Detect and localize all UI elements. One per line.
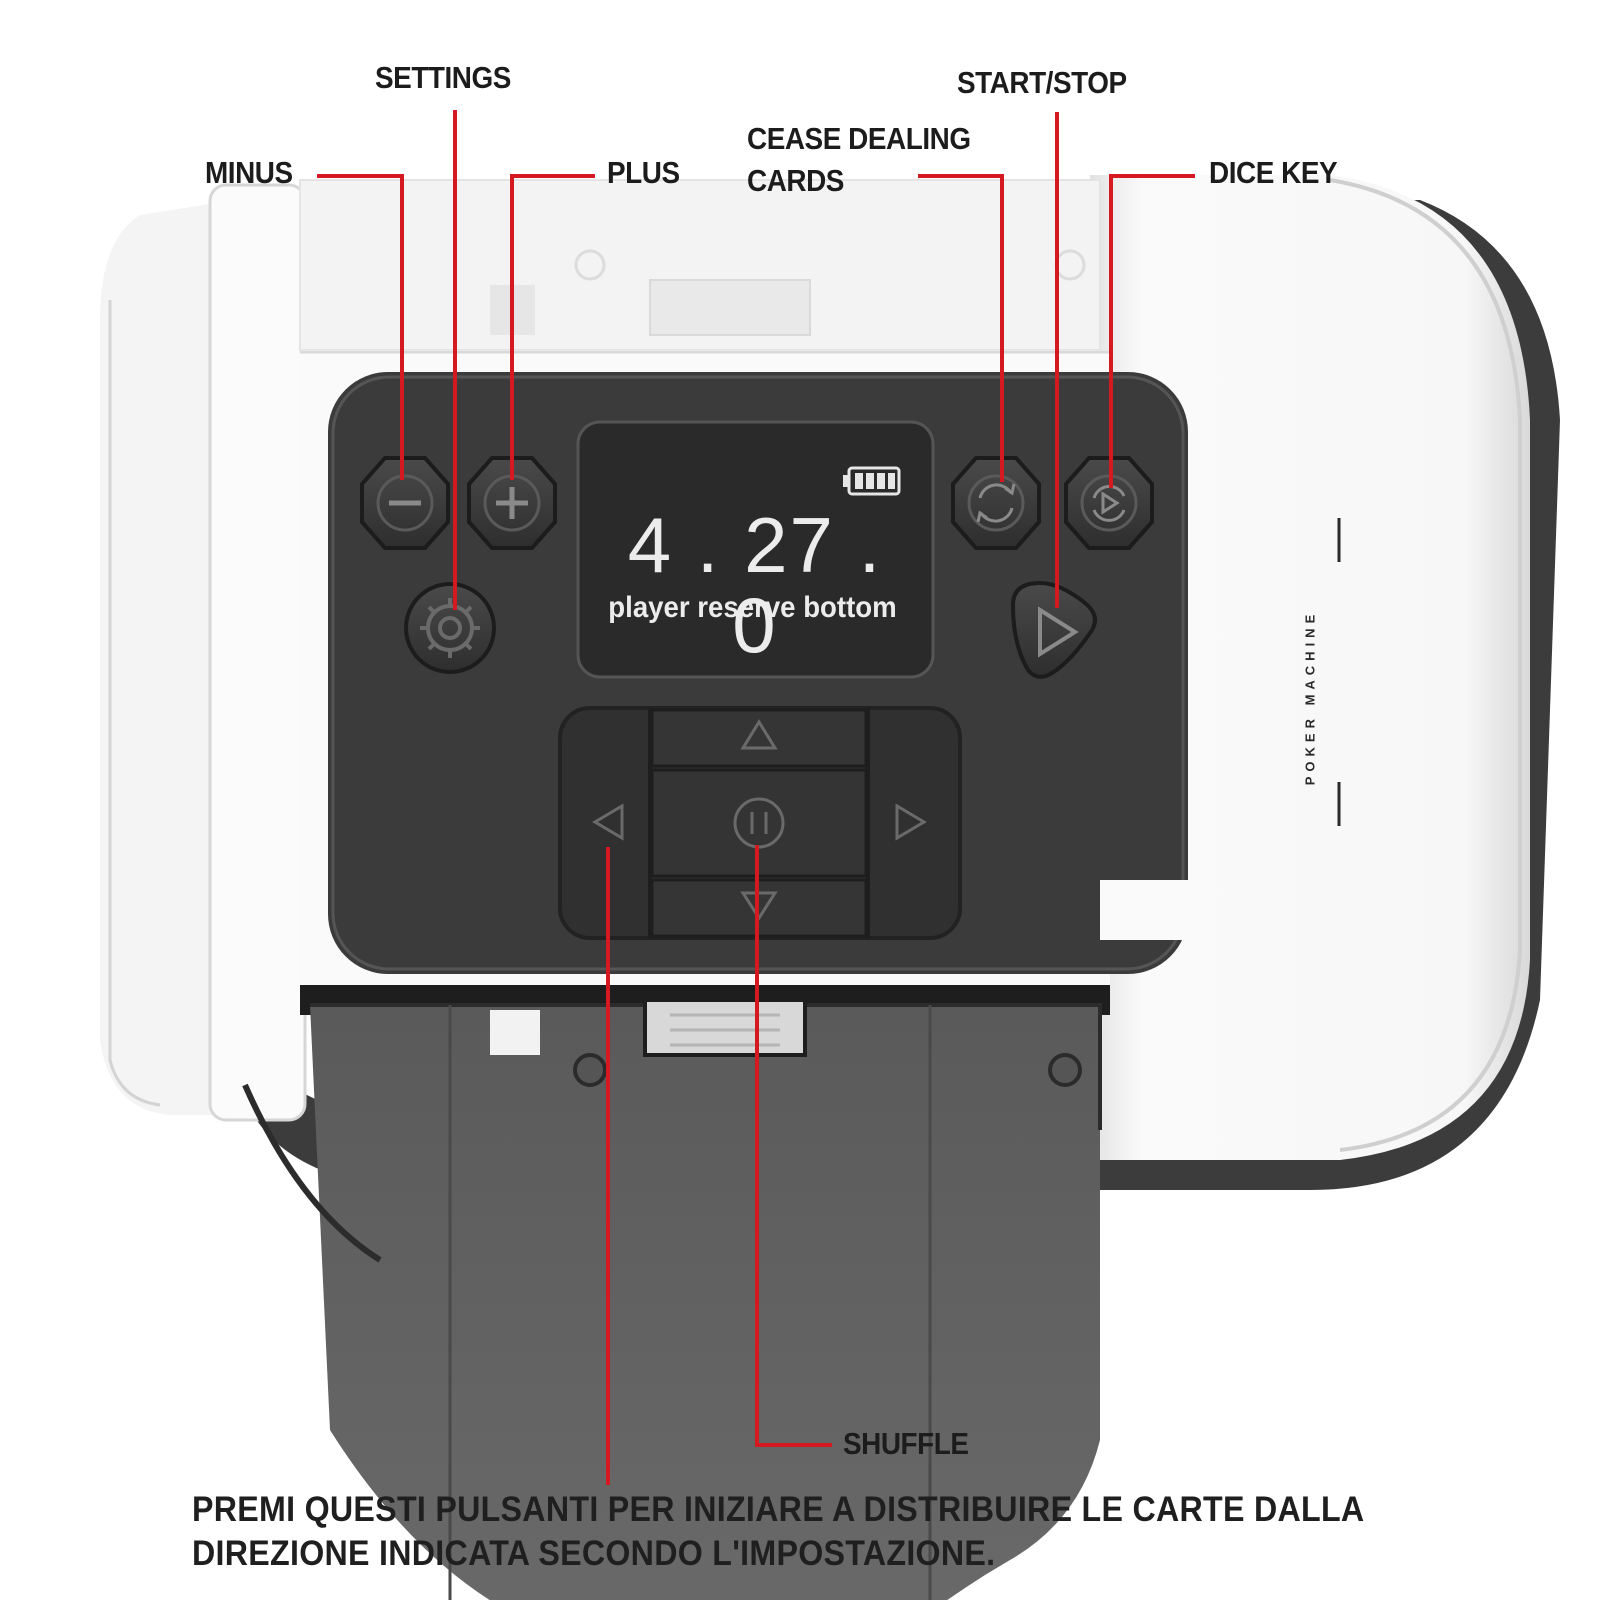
plus-button[interactable] (467, 456, 557, 550)
arrow-left-icon (592, 803, 624, 841)
shuffle-callout-line (755, 845, 832, 1447)
display-value: 4 . 27 . 0 (627, 501, 883, 669)
cease-dealing-label-line1: CEASE DEALING (747, 121, 971, 156)
brand-label: POKER MACHINE (1302, 609, 1318, 786)
refresh-icon (976, 483, 1016, 523)
cease-dealing-label-line2: CARDS (747, 163, 844, 198)
settings-button[interactable] (404, 582, 496, 674)
play-icon (1038, 606, 1079, 658)
minus-label: MINUS (205, 155, 293, 190)
battery-icon (843, 466, 901, 496)
plus-icon (496, 487, 528, 519)
gear-icon (420, 598, 480, 658)
minus-button[interactable] (360, 456, 450, 550)
arrow-right-icon (895, 803, 927, 841)
minus-callout-line (317, 174, 404, 480)
instruction-note: PREMI QUESTI PULSANTI PER INIZIARE A DIS… (192, 1488, 1416, 1576)
deal-right-button[interactable] (895, 803, 927, 841)
cease-dealing-button[interactable] (951, 456, 1041, 550)
instruction-line-1: PREMI QUESTI PULSANTI PER INIZIARE A DIS… (192, 1490, 1365, 1529)
shuffle-label: SHUFFLE (843, 1426, 969, 1461)
dice-play-icon (1092, 485, 1126, 522)
arrow-up-icon (740, 719, 778, 750)
plus-label: PLUS (607, 155, 680, 190)
card-tray (242, 998, 1102, 1600)
start-stop-button[interactable] (1010, 580, 1097, 679)
dice-callout-line (1109, 174, 1195, 488)
instruction-line-2: DIREZIONE INDICATA SECONDO L'IMPOSTAZION… (192, 1534, 996, 1573)
display-caption: player reserve bottom (608, 591, 897, 624)
deal-left-button[interactable] (592, 803, 624, 841)
callout-lines (317, 110, 1195, 1485)
cease-callout-line (918, 174, 1004, 482)
plus-callout-line (510, 174, 595, 480)
start-stop-label: START/STOP (957, 65, 1127, 100)
dice-key-label: DICE KEY (1209, 155, 1338, 190)
settings-label: SETTINGS (375, 60, 511, 95)
deal-up-button[interactable] (650, 708, 868, 768)
